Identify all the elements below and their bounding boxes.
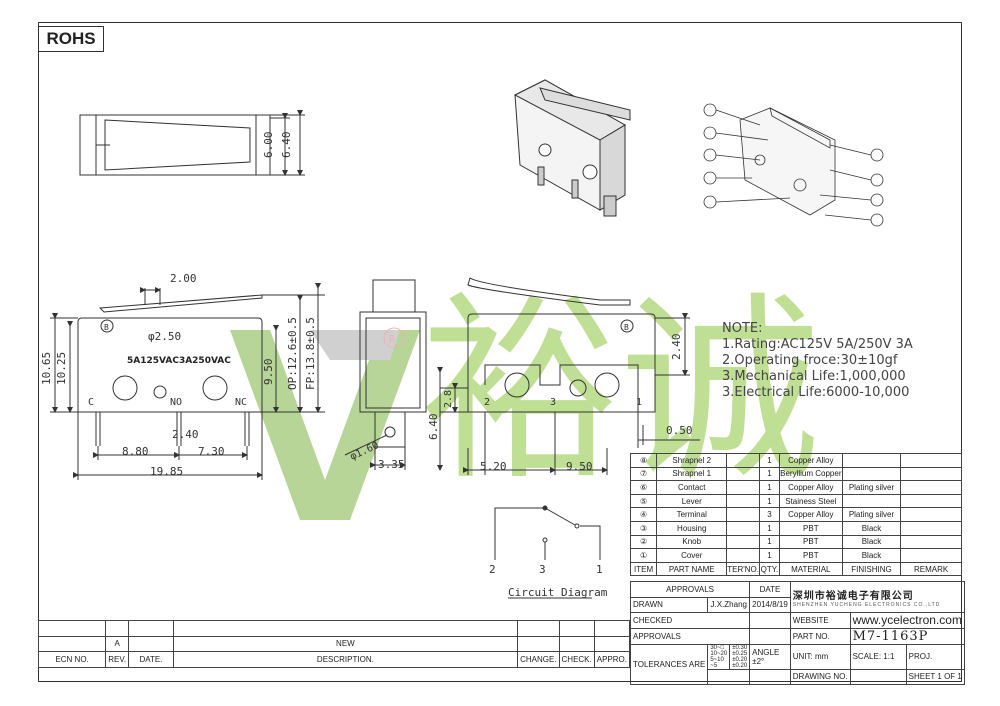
dim-fp: FP:13.8±0.5 [304,317,317,390]
svg-text:R: R [389,334,396,345]
dim-side-28: 2.8 [443,390,454,408]
bom-header: ITEM PART NAME TER'NO. QTY. MATERIAL FIN… [629,561,962,577]
dim-side-h: 6.40 [427,414,440,441]
company-name-en: SHENZHEN YUCHENG ELECTRONICS CO.,LTD [792,601,941,608]
notes-title: NOTE: [722,321,763,336]
rohs-badge: ROHS [38,26,104,52]
side-view [344,279,427,470]
circuit-pin-2: 2 [489,563,496,576]
dim-term-w: 3.35 [378,458,405,471]
dim-lever-w: 2.00 [170,272,197,285]
notes-block: NOTE: 1.Rating:AC125V 5A/250V 3A 2.Opera… [722,321,913,401]
part-number: M7-1163P [849,627,965,645]
circuit-diagram [494,505,601,599]
revision-table: A NEW ECN NO. REV. DATE. DESCRIPTION. CH… [37,620,631,668]
rear-pin2: 2 [484,397,490,408]
iso-view [513,79,631,217]
circuit-pin-3: 3 [539,563,546,576]
dim-hole-dia: φ2.50 [148,330,181,343]
rear-pin3: 3 [550,397,556,408]
dim-width: 19.85 [150,465,183,478]
dim-top-h1: 6.00 [262,132,275,159]
top-view [79,110,305,176]
rev-value: A [105,635,130,652]
svg-text:B: B [104,323,109,332]
switch-marking: 5A125VAC3A250VAC [127,356,231,366]
dim-pitch2: 7.30 [198,445,225,458]
dim-rear-520: 5.20 [480,460,507,473]
dim-h-total1: 10.65 [40,352,53,385]
note-1: 1.Rating:AC125V 5A/250V 3A [722,337,913,352]
terminal-no-label: NO [170,397,182,408]
rev-desc: NEW [172,635,519,652]
note-3: 3.Mechanical Life:1,000,000 [722,369,906,384]
terminal-c-label: C [88,397,94,408]
svg-text:B: B [624,323,629,332]
note-2: 2.Operating froce:30±10gf [722,353,898,368]
dim-pin-w: 2.40 [172,428,199,441]
dim-h-950: 9.50 [262,359,275,386]
drawing-frame [38,22,962,682]
terminal-nc-label: NC [235,397,247,408]
dim-top-h2: 6.40 [280,132,293,159]
rear-pin1: 1 [636,397,642,408]
company-cell: 深圳市裕诚电子有限公司 SHENZHEN YUCHENG ELECTRONICS… [789,581,965,613]
dim-op: OP:12.6±0.5 [286,317,299,390]
company-name-cn: 深圳市裕诚电子有限公司 [792,590,914,602]
note-4: 3.Electrical Life:6000-10,000 [722,385,910,400]
dim-rear-950: 9.50 [566,460,593,473]
title-block: APPROVALS DATE 深圳市裕诚电子有限公司 SHENZHEN YUCH… [629,581,965,685]
dim-h-total2: 10.25 [55,352,68,385]
dim-pitch1: 8.80 [122,445,149,458]
circuit-label: Circuit Diagram [508,586,608,599]
website: www.ycelectron.com [849,612,965,629]
dim-rear-050: 0.50 [666,424,693,437]
dim-rear-240: 2.40 [670,334,683,361]
rear-view [437,277,700,475]
front-view [50,283,325,480]
exploded-view [703,103,884,227]
circuit-pin-1: 1 [596,563,603,576]
